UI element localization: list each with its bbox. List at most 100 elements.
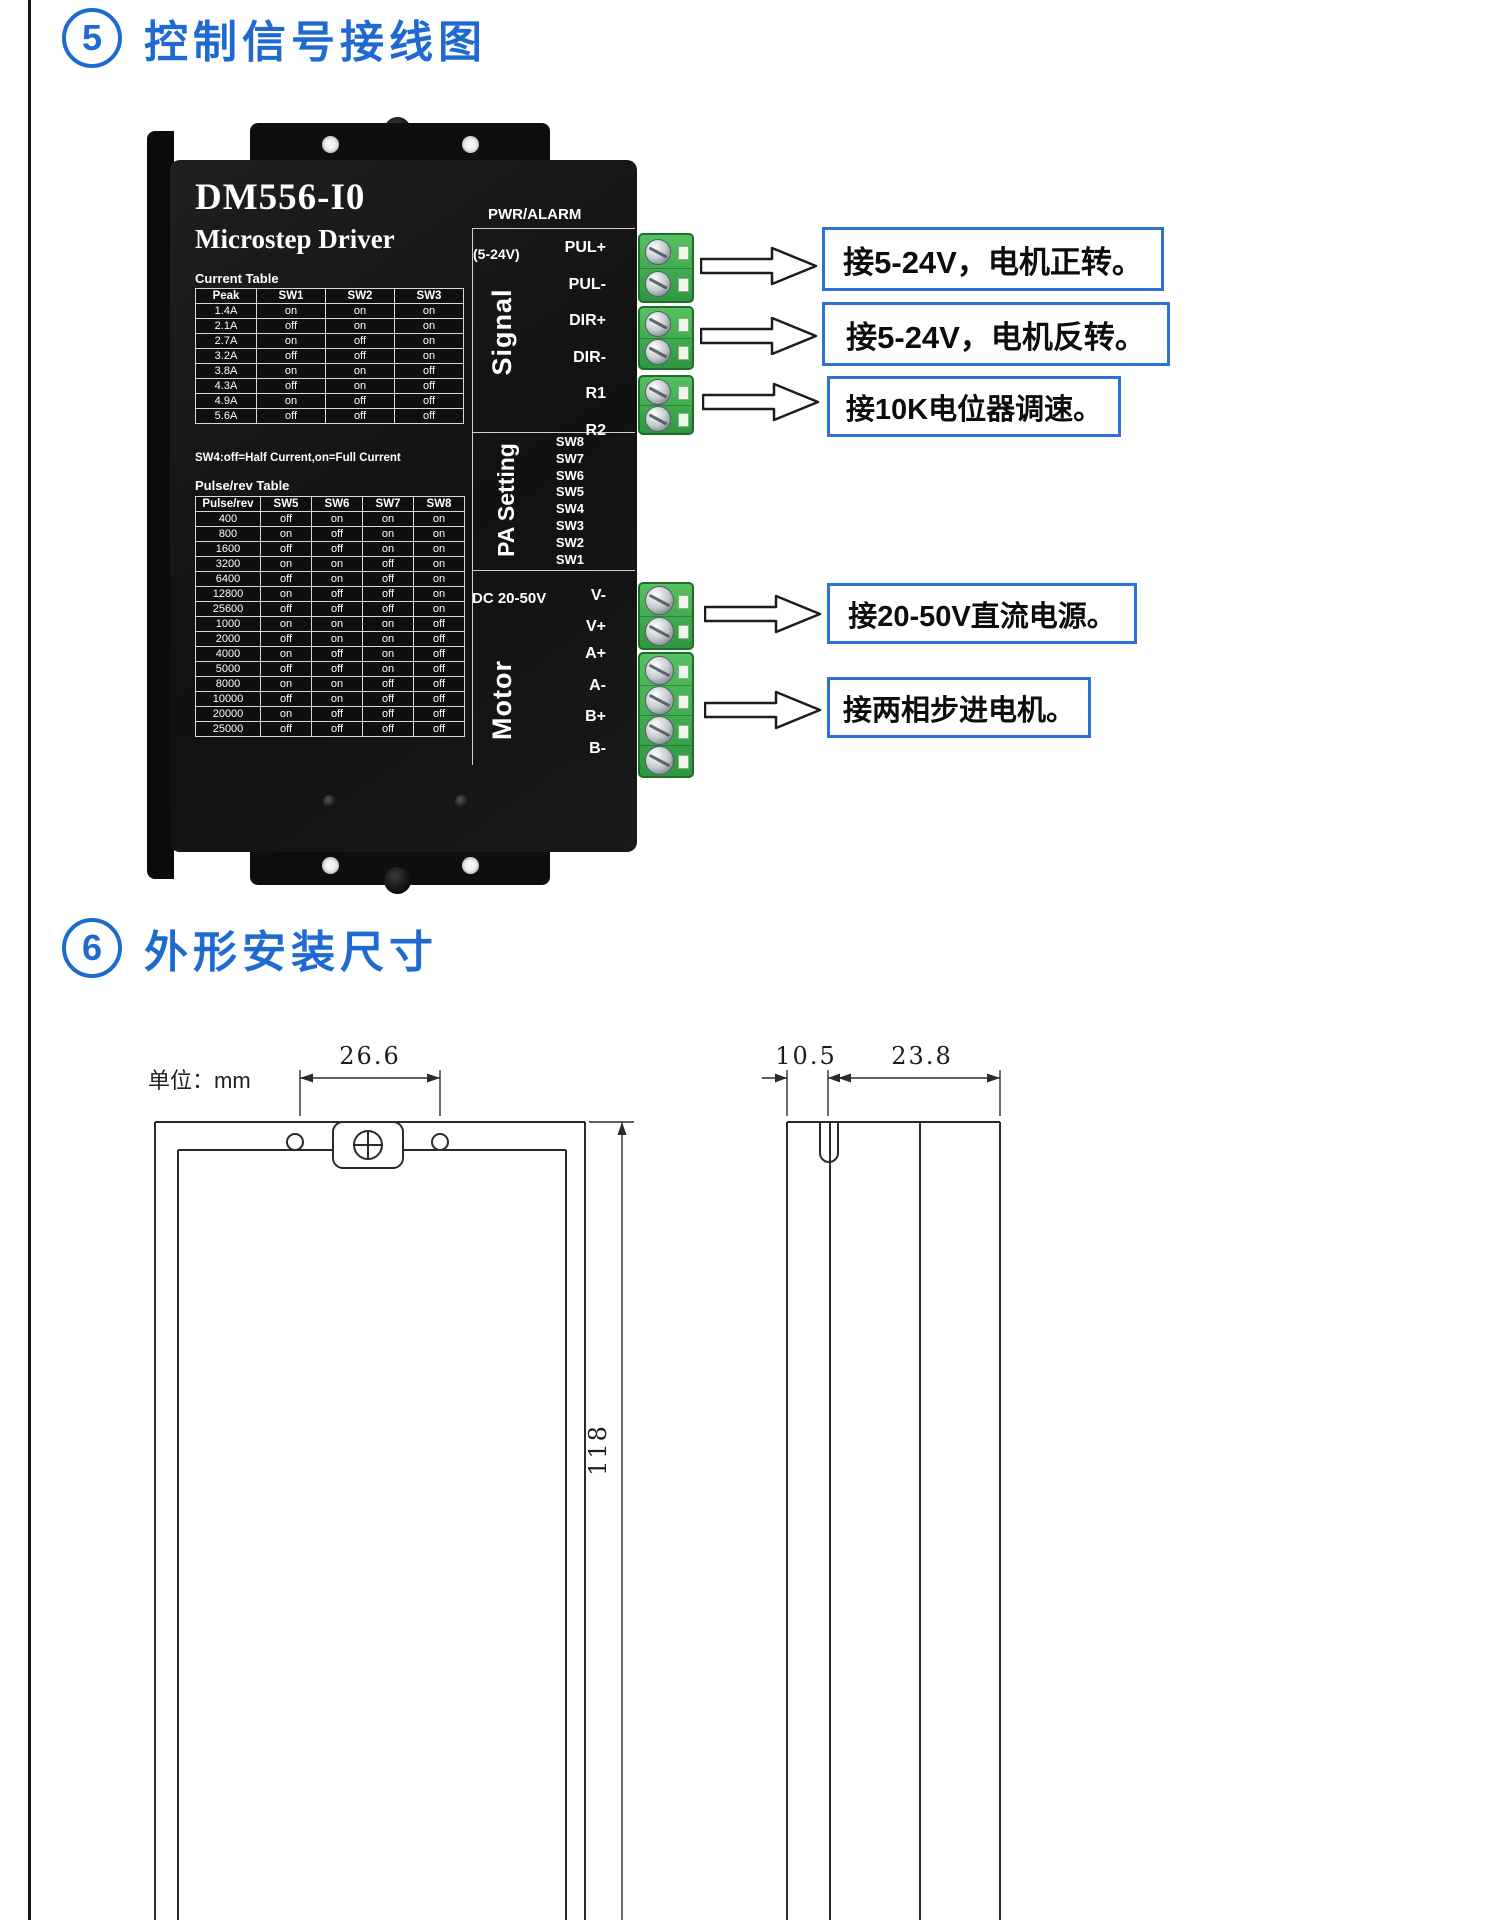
table-cell: 25600: [195, 601, 261, 617]
table-header-cell: SW8: [413, 496, 465, 512]
hole-icon: [286, 1133, 304, 1151]
pin-label: V-: [590, 587, 606, 604]
table-cell: off: [260, 721, 312, 737]
table-cell: off: [311, 586, 363, 602]
terminal-block-motor: [638, 652, 694, 778]
terminal-block-direction: [638, 306, 694, 370]
table-cell: off: [362, 706, 414, 722]
connector-nub: [678, 694, 689, 709]
pa-setting-section-label: PA Setting: [492, 443, 519, 557]
table-cell: on: [260, 586, 312, 602]
table-cell: off: [256, 318, 326, 334]
table-cell: off: [413, 706, 465, 722]
arrow-icon: [700, 316, 818, 356]
pin-label: R2: [585, 421, 606, 439]
table-cell: off: [362, 721, 414, 737]
table-cell: off: [413, 721, 465, 737]
table-cell: 6400: [195, 571, 261, 587]
table-cell: off: [260, 571, 312, 587]
mounting-flange: [147, 131, 174, 879]
screw-icon: [645, 379, 671, 405]
table-cell: off: [256, 378, 326, 394]
table-cell: on: [362, 526, 414, 542]
front-view-outline: [154, 1121, 586, 1920]
pin-label: V+: [585, 618, 606, 635]
panel-divider: [472, 432, 635, 433]
table-cell: 10000: [195, 691, 261, 707]
table-cell: off: [311, 706, 363, 722]
table-cell: on: [260, 556, 312, 572]
current-table-title: Current Table: [195, 271, 279, 286]
annotation-direction: 接5-24V，电机反转。: [822, 302, 1170, 366]
table-cell: on: [413, 586, 465, 602]
annotation-pulse: 接5-24V，电机正转。: [822, 227, 1164, 291]
table-cell: off: [362, 676, 414, 692]
table-cell: 5000: [195, 661, 261, 677]
table-cell: off: [413, 676, 465, 692]
table-cell: on: [311, 616, 363, 632]
table-cell: 5.6A: [195, 408, 257, 424]
table-cell: 3200: [195, 556, 261, 572]
table-cell: off: [311, 601, 363, 617]
table-cell: on: [256, 363, 326, 379]
dimension-118: [589, 1121, 634, 1920]
table-cell: 8000: [195, 676, 261, 692]
screw-icon: [645, 656, 674, 685]
hole-icon: [431, 1133, 449, 1151]
dim-height: 118: [584, 1424, 612, 1476]
table-cell: on: [413, 571, 465, 587]
annotation-power: 接20-50V直流电源。: [827, 583, 1137, 644]
screw-icon: [645, 616, 674, 646]
terminal-block-pulse: [638, 233, 694, 303]
pin-label: A-: [589, 676, 606, 694]
dimension-26-6: [299, 1070, 441, 1116]
pin-label: SW5: [555, 484, 584, 500]
pin-label: R1: [585, 385, 606, 403]
table-cell: off: [394, 408, 464, 424]
pin-label: SW1: [555, 551, 584, 567]
table-cell: 2.1A: [195, 318, 257, 334]
connector-nub: [678, 277, 689, 292]
table-cell: off: [325, 393, 395, 409]
table-cell: off: [311, 661, 363, 677]
table-cell: off: [413, 616, 465, 632]
pin-label: SW3: [555, 517, 584, 533]
screw-icon: [645, 746, 674, 775]
pin-label: SW8: [555, 434, 584, 449]
table-cell: on: [394, 303, 464, 319]
table-cell: on: [260, 646, 312, 662]
terminal-block-power: [638, 582, 694, 650]
terminal-pin: [640, 310, 692, 338]
table-cell: on: [311, 631, 363, 647]
table-cell: on: [311, 571, 363, 587]
connector-nub: [678, 754, 689, 769]
table-cell: 2.7A: [195, 333, 257, 349]
terminal-pin: [640, 745, 692, 775]
faceplate-screw-icon: [455, 795, 468, 808]
table-cell: on: [260, 676, 312, 692]
table-cell: 2000: [195, 631, 261, 647]
table-cell: on: [311, 556, 363, 572]
bottom-bump: [384, 867, 411, 894]
connector-nub: [678, 625, 689, 640]
pin-label: PUL-: [568, 275, 606, 293]
table-cell: off: [311, 646, 363, 662]
table-cell: off: [260, 631, 312, 647]
table-cell: 20000: [195, 706, 261, 722]
section-number-badge: 6: [62, 918, 122, 978]
table-cell: off: [362, 601, 414, 617]
table-cell: on: [325, 318, 395, 334]
table-cell: on: [413, 526, 465, 542]
